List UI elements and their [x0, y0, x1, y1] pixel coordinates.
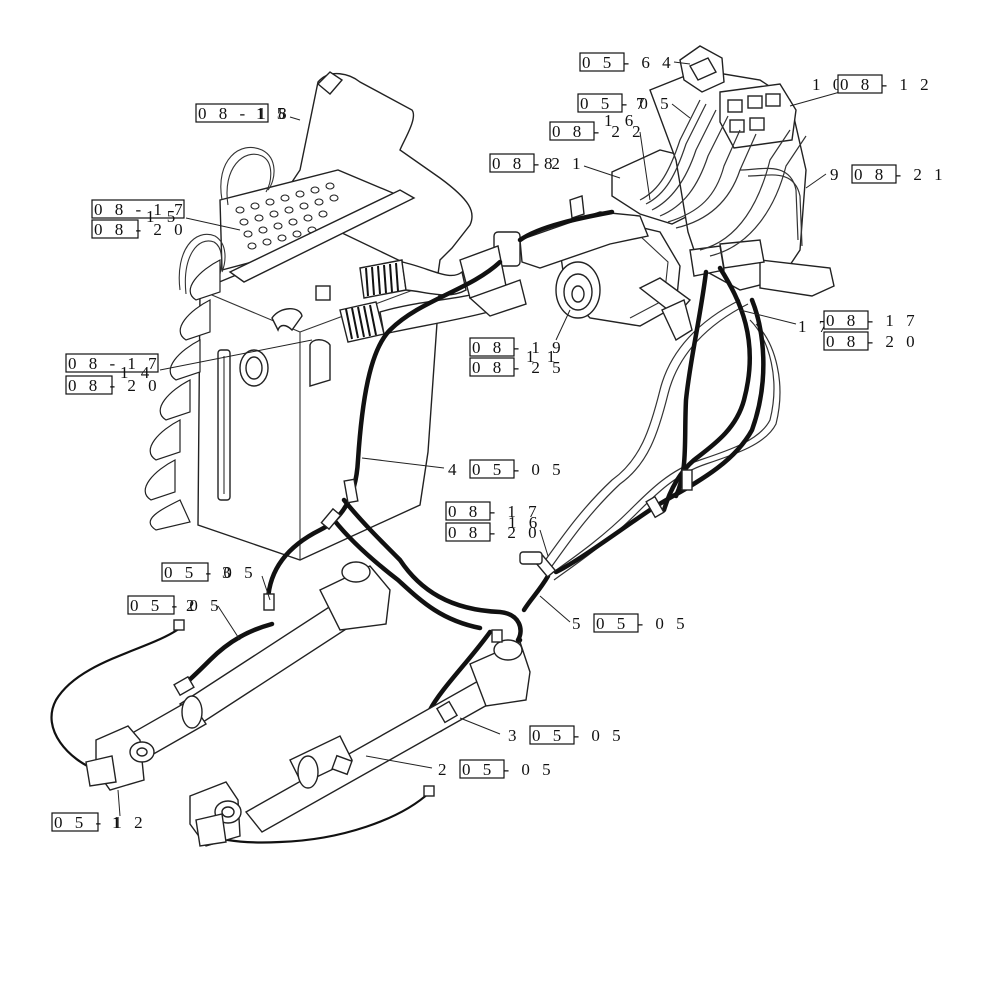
- callout-item: 2: [438, 760, 451, 779]
- side-louvers: [144, 259, 221, 531]
- filter-hoses: [339, 259, 497, 343]
- hose-fittings: [173, 469, 693, 797]
- callout-item: 1 0: [812, 75, 845, 94]
- callout-05-64: 0 5 - 6 4: [579, 52, 675, 72]
- callout-ref: 0 8 - 2 0: [94, 220, 187, 239]
- lift-cylinder-right: [189, 639, 531, 847]
- callout-overlay: 1 6: [604, 111, 637, 130]
- callout-ref: 0 8 - 2 0: [68, 376, 161, 395]
- callout-08-22: 0 8 - 2 2 1 6: [549, 111, 645, 141]
- callout-ref: 0 8 - 1 8: [198, 104, 291, 123]
- callout-overlay: 1 5: [146, 207, 179, 226]
- callout-overlay: 3: [222, 563, 235, 582]
- perforation-pattern: [235, 182, 339, 250]
- callout-ref: 0 8 - 2 0: [826, 332, 919, 351]
- callout-overlay: 7: [636, 94, 649, 113]
- callout-ref: 0 5 - 0 5: [130, 596, 223, 615]
- callout-ref: 0 8 - 2 0: [448, 523, 541, 542]
- callout-overlay: 1: [112, 813, 125, 832]
- callout-overlay: 8: [544, 154, 557, 173]
- callout-item: 1 7: [798, 317, 831, 336]
- callout-08-20-right: 0 8 - 2 0: [823, 331, 919, 351]
- callout-ref: 0 8 - 2 2: [552, 122, 645, 141]
- callout-ref: 0 8 - 2 1: [854, 165, 947, 184]
- callout-ref: 0 5 - 0 5: [472, 460, 565, 479]
- callout-ref: 0 8 - 1 7: [68, 354, 161, 373]
- callout-08-19: 0 8 - 1 9 1 1: [469, 337, 565, 366]
- callout-ref: 0 5 - 0 5: [596, 614, 689, 633]
- callout-08-17-top: 0 8 - 1 7: [91, 199, 187, 219]
- callout-overlay: 2: [186, 596, 199, 615]
- callout-05-05-top: 0 5 - 0 5 7: [577, 93, 673, 113]
- callout-ref: 0 8 - 2 1: [492, 154, 585, 173]
- callout-ref: 0 5 - 6 4: [582, 53, 675, 72]
- callout-item: 3: [508, 726, 521, 745]
- callout-ref: 0 8 - 1 2: [840, 75, 933, 94]
- lift-cylinder-left: [85, 561, 391, 791]
- callout-ref: 0 8 - 1 7: [94, 200, 187, 219]
- callout-05-05-b: 0 5 - 0 5 2: [127, 595, 223, 615]
- callout-08-18: 0 8 - 1 8 1 5: [195, 103, 291, 123]
- callout-08-25: 0 8 - 2 5: [469, 357, 565, 377]
- control-valve-assembly: [611, 45, 835, 297]
- callout-08-20-left: 0 8 - 2 0 1 4: [65, 363, 161, 395]
- leader-lines: [117, 61, 841, 817]
- callout-overlay: 1 6: [508, 513, 541, 532]
- callout-ref: 0 5 - 0 5: [532, 726, 625, 745]
- callout-05-12: 0 5 - 1 2 1: [51, 812, 147, 832]
- callout-ref: 0 5 - 1 2: [54, 813, 147, 832]
- callout-ref: 0 8 - 1 7: [826, 311, 919, 330]
- callout-08-20-top: 0 8 - 2 0 1 5: [91, 207, 187, 239]
- callout-ref: 0 8 - 2 5: [472, 358, 565, 377]
- callout-item9-08-21: 9 0 8 - 2 1: [830, 164, 947, 184]
- callout-item: 4: [448, 460, 461, 479]
- hydraulic-pump: [459, 195, 693, 342]
- callout-item17-08-17: 1 7 0 8 - 1 7: [798, 310, 919, 336]
- callout-08-17-left: 0 8 - 1 7: [65, 353, 161, 373]
- callout-overlay: 1 5: [256, 104, 289, 123]
- callout-ref: 0 5 - 0 5: [462, 760, 555, 779]
- callout-item4-05-05: 4 0 5 - 0 5: [448, 459, 565, 479]
- callout-ref: 0 8 - 1 9: [472, 338, 565, 357]
- callout-item5-05-05: 5 0 5 - 0 5: [572, 613, 689, 633]
- callout-labels: 0 8 - 1 8 1 5 0 8 - 1 7 0 8 - 2 0 1 5 0 …: [51, 52, 947, 832]
- callout-08-21-top: 0 8 - 2 1 8: [489, 153, 585, 173]
- callout-05-05-a: 0 5 - 0 5 3: [161, 562, 257, 582]
- callout-item: 5: [572, 614, 585, 633]
- callout-item2-05-05: 2 0 5 - 0 5: [438, 759, 555, 779]
- callout-ref: 0 5 - 0 5: [580, 94, 673, 113]
- callout-08-17-mid: 0 8 - 1 7 1 6: [445, 501, 541, 532]
- callout-item10-08-12: 1 0 0 8 - 1 2: [812, 74, 933, 94]
- callout-ref: 0 8 - 1 7: [448, 502, 541, 521]
- callout-item: 9: [830, 165, 843, 184]
- callout-overlay: 1 4: [120, 363, 153, 382]
- callout-08-20-mid: 0 8 - 2 0: [445, 522, 541, 542]
- callout-overlay: 1 1: [526, 347, 559, 366]
- callout-ref: 0 5 - 0 5: [164, 563, 257, 582]
- callout-item3-05-05: 3 0 5 - 0 5: [508, 725, 625, 745]
